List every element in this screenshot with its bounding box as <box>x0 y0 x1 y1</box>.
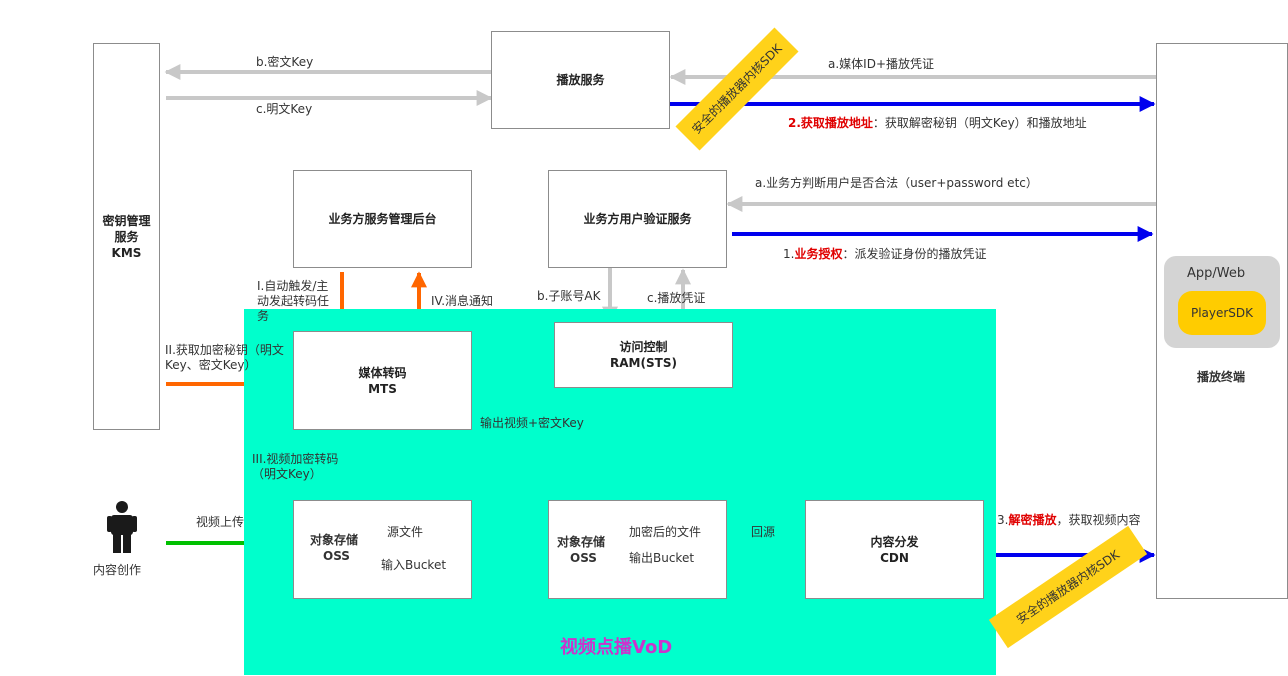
oss-output-box <box>548 500 727 599</box>
terminal-title: 播放终端 <box>1197 370 1246 384</box>
cdn-line-2: CDN <box>880 550 909 565</box>
vod-title: 视频点播VoD <box>560 637 673 658</box>
label-step2: 2.获取播放地址：获取解密秘钥（明文Key）和播放地址 <box>788 116 1126 131</box>
cdn-box: 内容分发 CDN <box>805 500 984 599</box>
oss-input-box <box>293 500 472 599</box>
step1-text: ：派发验证身份的播放凭证 <box>842 247 987 261</box>
step1-number: 1. <box>783 247 795 261</box>
biz-admin-title: 业务方服务管理后台 <box>328 212 437 226</box>
step2-text: ：获取解密秘钥（明文Key）和播放地址 <box>872 116 1087 130</box>
kms-line-2: 服务 <box>114 229 139 244</box>
player-sdk-label: PlayerSDK <box>1190 306 1254 320</box>
app-web-label: App/Web <box>1187 266 1246 281</box>
label-output-video: 输出视频+密文Key <box>480 416 584 430</box>
label-a-media: a.媒体ID+播放凭证 <box>828 57 935 71</box>
label-a-biz: a.业务方判断用户是否合法（user+password etc） <box>755 176 1038 190</box>
kms-box: 密钥管理 服务 KMS <box>93 43 160 430</box>
ram-line-2: RAM(STS) <box>610 356 677 370</box>
label-ii-get-key: II.获取加密秘钥（明文Key、密文Key） <box>165 343 284 372</box>
biz-auth-title: 业务方用户验证服务 <box>583 212 692 226</box>
playback-service-box: 播放服务 <box>491 31 670 129</box>
kms-line-1: 密钥管理 <box>102 213 151 228</box>
oss-output-bucket: 输出Bucket <box>629 551 695 565</box>
playback-service-title: 播放服务 <box>556 73 605 87</box>
biz-auth-box: 业务方用户验证服务 <box>548 170 727 268</box>
oss-input-source-file: 源文件 <box>387 525 424 539</box>
step3-text: ，获取视频内容 <box>1056 513 1141 527</box>
kms-line-3: KMS <box>111 245 142 260</box>
oss-output-title-1: 对象存储 <box>557 535 606 549</box>
creator-label: 内容创作 <box>93 563 142 577</box>
person-icon <box>107 501 137 553</box>
step3-number: 3. <box>997 513 1009 527</box>
label-c-plain-key: c.明文Key <box>256 102 313 116</box>
oss-output-title-2: OSS <box>570 551 597 565</box>
oss-input-title-2: OSS <box>323 549 350 563</box>
label-iv-notify: IV.消息通知 <box>431 294 494 308</box>
step1-highlight: 业务授权 <box>794 247 843 261</box>
label-c-credential: c.播放凭证 <box>647 291 706 305</box>
label-step1: 1.业务授权：派发验证身份的播放凭证 <box>783 247 986 262</box>
oss-input-bucket: 输入Bucket <box>381 558 447 572</box>
step2-highlight: 2.获取播放地址 <box>788 116 873 130</box>
label-iii-encrypt: III.视频加密转码（明文Key） <box>252 452 339 481</box>
label-upload: 视频上传 <box>196 515 245 529</box>
step3-highlight: 解密播放 <box>1008 513 1057 527</box>
ram-box: 访问控制 RAM(STS) <box>554 322 733 388</box>
label-step3: 3.解密播放，获取视频内容 <box>997 513 1147 528</box>
biz-admin-box: 业务方服务管理后台 <box>293 170 472 268</box>
oss-input-title-1: 对象存储 <box>310 533 359 547</box>
oss-output-encrypted-file: 加密后的文件 <box>629 525 702 539</box>
label-origin: 回源 <box>751 525 776 539</box>
player-sdk-pill: PlayerSDK <box>1178 291 1266 335</box>
ram-line-1: 访问控制 <box>619 340 668 354</box>
label-b-ak: b.子账号AK <box>537 289 601 303</box>
mts-box: 媒体转码 MTS <box>293 331 472 430</box>
label-i-trigger: I.自动触发/主动发起转码任务 <box>257 279 330 323</box>
mts-line-2: MTS <box>368 381 397 396</box>
cdn-line-1: 内容分发 <box>870 534 919 549</box>
mts-line-1: 媒体转码 <box>358 365 407 380</box>
label-b-cipher-key: b.密文Key <box>256 55 314 69</box>
